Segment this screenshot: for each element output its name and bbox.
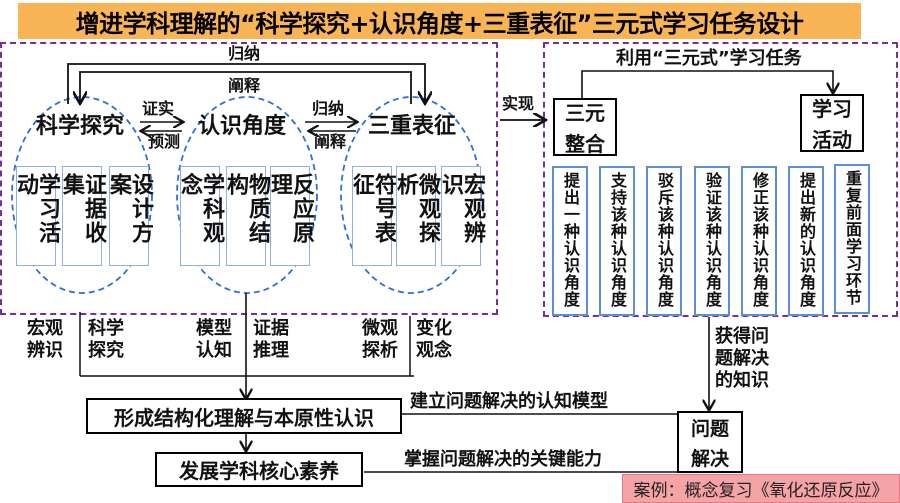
diagram-title: 增进学科理解的“科学探究+认识角度+三重表征”三元式学习任务设计 xyxy=(18,3,861,39)
triple-integration-box: 三元整合 xyxy=(553,98,617,156)
item-macro-identification: 宏观辨识 xyxy=(438,166,485,266)
task-revise-angle: 修正该种认识角度 xyxy=(741,166,777,316)
item-symbolic-representation: 符号表征 xyxy=(349,166,396,266)
task-loop-label: 利用“三元式”学习任务 xyxy=(616,48,802,69)
case-label: 案例：概念复习《氧化还原反应》 xyxy=(622,474,900,503)
item-design-plan: 设计方案 xyxy=(106,166,153,266)
link-explain-label: 阐释 xyxy=(314,132,347,151)
task-refute-angle: 驳斥该种认识角度 xyxy=(646,166,682,316)
left-panel-frame xyxy=(0,42,498,315)
competency-macro: 宏观辨识 xyxy=(27,318,63,361)
competency-inquiry: 科学探究 xyxy=(88,318,124,361)
node-cognitive-angle: 认识角度 xyxy=(198,114,287,139)
task-repeat-steps: 重复前面学习环节 xyxy=(834,164,870,314)
cognitive-model-label: 建立问题解决的认知模型 xyxy=(410,391,608,412)
realize-label: 实现 xyxy=(502,94,535,113)
structured-understanding-box: 形成结构化理解与本原性认识 xyxy=(86,398,402,434)
item-reaction-principle: 反应原理 xyxy=(267,166,314,266)
right-panel-frame xyxy=(543,42,898,317)
item-micro-analysis: 微观探析 xyxy=(393,166,440,266)
loop-explain-label: 阐释 xyxy=(228,76,261,95)
learning-activity-box: 学习活动 xyxy=(800,94,864,152)
task-verify-angle: 验证该种认识角度 xyxy=(694,166,730,316)
item-evidence-collection: 证据收集 xyxy=(59,166,106,266)
key-ability-label: 掌握问题解决的关键能力 xyxy=(404,449,602,470)
item-discipline-concept: 学科观念 xyxy=(177,166,224,266)
loop-induce-label: 归纳 xyxy=(228,44,261,63)
node-science-inquiry: 科学探究 xyxy=(36,114,125,139)
knowledge-label: 获得问 题解决 的知识 xyxy=(715,326,769,391)
competency-model: 模型认知 xyxy=(196,318,232,361)
link-predict-label: 预测 xyxy=(148,132,181,151)
task-propose-angle: 提出一种认识角度 xyxy=(552,166,588,316)
competency-evidence: 证据推理 xyxy=(253,318,289,361)
node-triple-representation: 三重表征 xyxy=(368,114,457,139)
task-propose-new-angle: 提出新的认识角度 xyxy=(788,166,824,316)
competency-change: 变化观念 xyxy=(416,318,452,361)
competency-micro: 微观探析 xyxy=(362,318,398,361)
core-literacy-box: 发展学科核心素养 xyxy=(155,452,363,487)
item-learning-activity: 学习活动 xyxy=(13,166,60,266)
item-material-structure: 物质结构 xyxy=(223,166,270,266)
link-induce-label: 归纳 xyxy=(312,99,345,118)
problem-solving-box: 问题解决 xyxy=(677,411,743,473)
link-confirm-label: 证实 xyxy=(142,99,175,118)
task-support-angle: 支持该种认识角度 xyxy=(599,166,635,316)
